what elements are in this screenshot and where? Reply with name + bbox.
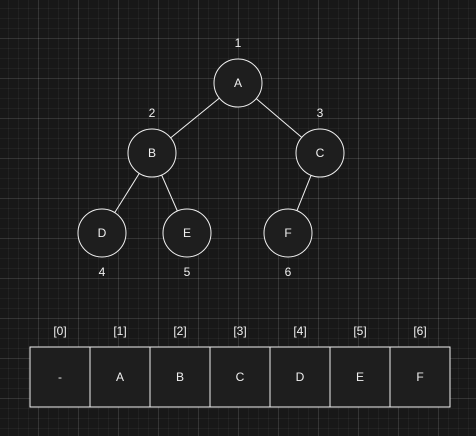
array-cell-value: A: [116, 370, 124, 384]
node-label: C: [316, 146, 325, 160]
array-index-label: [3]: [233, 324, 246, 338]
node-circle: [127, 128, 177, 178]
node-index-label: 5: [184, 265, 191, 279]
node-circle: [263, 208, 313, 258]
array-cell-5[interactable]: E: [329, 346, 391, 408]
tree-node-d[interactable]: D: [77, 208, 127, 258]
node-index-label: 1: [235, 36, 242, 50]
node-circle: [162, 208, 212, 258]
array-cell-box: [269, 346, 331, 408]
edge-a-b: [170, 97, 220, 139]
edge-c-f: [296, 175, 312, 211]
tree-nodes: A 1B 2C 3D 4 E 5 F 6: [77, 36, 345, 279]
array-cell-3[interactable]: C: [209, 346, 271, 408]
array-cell-6[interactable]: F: [389, 346, 451, 408]
tree-edges: [114, 97, 312, 213]
node-label: D: [98, 226, 107, 240]
node-index-label: 6: [285, 265, 292, 279]
array-cell-4[interactable]: D: [269, 346, 331, 408]
node-label: B: [148, 146, 156, 160]
array-index-label: [6]: [413, 324, 426, 338]
tree-node-e[interactable]: E: [162, 208, 212, 258]
node-index-label: 2: [149, 106, 156, 120]
array-index-label: [4]: [293, 324, 306, 338]
node-label: F: [284, 226, 291, 240]
array-cell-value: E: [356, 370, 364, 384]
tree-node-c[interactable]: C: [295, 128, 345, 178]
node-circle: [213, 58, 263, 108]
edge-a-c: [255, 98, 303, 138]
array-index-label: [5]: [353, 324, 366, 338]
array-cell-box: [89, 346, 151, 408]
node-index-label: 3: [317, 106, 324, 120]
array-cell-box: [209, 346, 271, 408]
array-row: - [0] A [1] B [2] C [3] D [4] E [5] F [6]: [29, 324, 451, 408]
tree-node-b[interactable]: B: [127, 128, 177, 178]
tree-node-a[interactable]: A: [213, 58, 263, 108]
array-index-label: [2]: [173, 324, 186, 338]
array-index-label: [1]: [113, 324, 126, 338]
array-cell-value: C: [236, 370, 245, 384]
array-cell-1[interactable]: A: [89, 346, 151, 408]
node-index-label: 4: [99, 265, 106, 279]
array-cell-2[interactable]: B: [149, 346, 211, 408]
node-label: E: [183, 226, 191, 240]
array-cell-value: -: [58, 370, 62, 384]
edge-b-e: [161, 174, 178, 212]
array-cell-value: F: [416, 370, 423, 384]
array-cell-value: B: [176, 370, 184, 384]
node-circle: [77, 208, 127, 258]
array-cell-box: [389, 346, 451, 408]
edge-b-d: [114, 173, 140, 213]
array-cell-value: D: [296, 370, 305, 384]
array-cell-box: [29, 346, 91, 408]
array-cell-0[interactable]: -: [29, 346, 91, 408]
node-label: A: [234, 76, 242, 90]
tree-node-f[interactable]: F: [263, 208, 313, 258]
array-cell-box: [149, 346, 211, 408]
node-circle: [295, 128, 345, 178]
array-cell-box: [329, 346, 391, 408]
array-index-label: [0]: [53, 324, 66, 338]
